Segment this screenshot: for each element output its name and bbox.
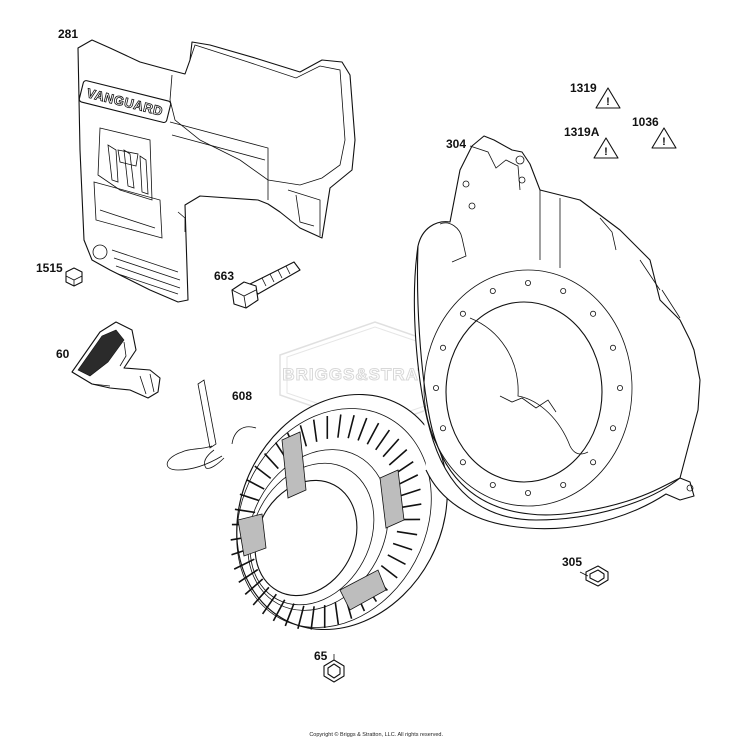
callout-1036: 1036 [632,115,659,129]
starter-fin [252,586,270,606]
starter-fin [387,554,406,566]
callout-663: 663 [214,269,234,283]
bolt-hole [617,384,624,391]
bolt-hole [525,279,532,286]
starter-fin [264,453,279,470]
warning-1036-symbol: ! [662,136,666,148]
starter-fin [297,605,305,629]
bolt-hole [560,287,567,294]
callout-305: 305 [562,555,582,569]
housing-bolt-holes [432,279,624,496]
bolt-hole [432,384,439,391]
bolt-hole [489,287,496,294]
starter-fin [388,448,408,466]
callout-60: 60 [56,347,70,361]
callout-65: 65 [314,649,328,663]
starter-fin [400,503,422,509]
starter-fin [238,568,259,583]
starter-fin [244,578,264,596]
warning-1319[interactable]: ! [595,87,621,109]
starter-fin [375,429,391,451]
starter-fin [310,606,315,630]
bolt-hole [459,310,466,317]
starter-fin [380,564,398,579]
callout-304: 304 [446,137,466,151]
warning-1319A[interactable]: ! [593,137,619,159]
blower-housing-304[interactable] [413,135,701,530]
bolt-305[interactable] [579,565,609,587]
starter-fin [312,419,318,442]
starter-fin [234,508,256,514]
warning-1319-symbol: ! [606,96,610,108]
callout-1319A: 1319A [564,125,600,139]
starter-fin [397,474,419,486]
callout-281: 281 [58,27,78,41]
bolt-65[interactable] [323,654,345,683]
copyright-notice: Copyright © Briggs & Stratton, LLC. All … [309,731,443,738]
bolt-hole [439,425,446,432]
bolt-hole [560,481,567,488]
starter-fin [246,478,265,490]
bolt-663[interactable] [231,261,301,309]
bolt-hole [439,344,446,351]
starter-fin [334,602,340,625]
callout-1515: 1515 [36,261,63,275]
starter-fin [337,414,342,438]
starter-fin [366,422,380,445]
nut-1515[interactable] [65,267,83,287]
starter-fin [382,438,400,458]
starter-fin [399,488,421,497]
starter-fin [254,465,272,480]
starter-fin [239,493,260,502]
bolt-hole [590,310,597,317]
bolt-hole [525,489,532,496]
bolt-hole [489,481,496,488]
rewind-starter-608[interactable] [166,357,487,666]
bolt-hole [610,344,617,351]
bolt-hole [590,459,597,466]
bolt-hole [459,459,466,466]
starter-fin [347,415,355,439]
starter-handle-60[interactable] [71,321,161,399]
bolt-hole [610,425,617,432]
callout-1319: 1319 [570,81,597,95]
starter-fin [392,542,413,551]
starter-fin [396,530,418,536]
callout-608: 608 [232,389,252,403]
shroud-cover-281[interactable]: VANGUARD [77,39,356,303]
starter-fin [299,425,308,447]
warning-1319A-symbol: ! [604,146,608,158]
starter-fin [357,417,368,441]
warning-1036[interactable]: ! [651,127,677,149]
starter-fin [272,599,286,622]
starter-fin [284,603,295,627]
